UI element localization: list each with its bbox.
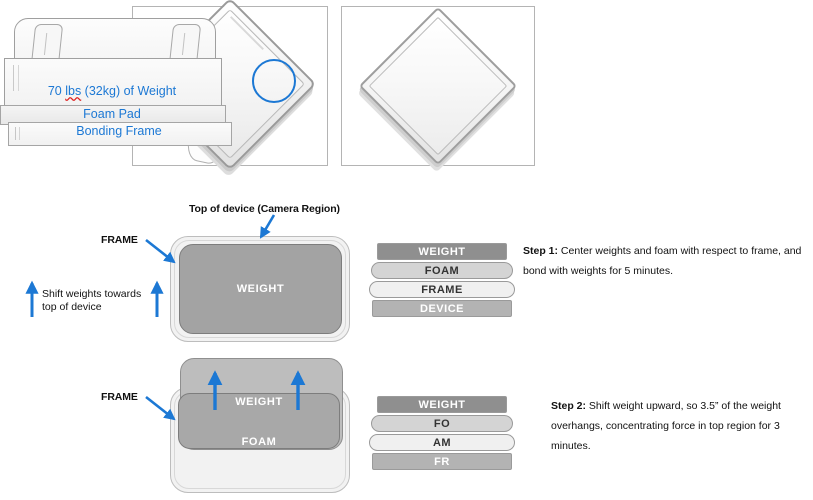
step2-stack-bar-fo: FO — [371, 415, 513, 432]
step1-weight-block-label: WEIGHT — [236, 283, 285, 295]
step2-instruction-text: Step 2: Shift weight upward, so 3.5” of … — [551, 396, 813, 456]
top-of-device-arrow — [259, 214, 276, 239]
step1-frame-inner-edge — [174, 240, 346, 338]
step2-layer-stack: WEIGHT FO AM FR — [369, 396, 519, 472]
weight-amount-prefix: 70 — [47, 84, 66, 98]
frame-label-step1: FRAME — [101, 234, 138, 246]
handle-groove-left — [43, 33, 48, 55]
frame-label-step2: FRAME — [101, 391, 138, 403]
step2-stack-bar-label: FO — [433, 417, 451, 430]
step1-instruction-text: Step 1: Center weights and foam with res… — [523, 241, 803, 281]
step1-stack-bar-label: FRAME — [421, 283, 463, 296]
shift-note-line-1: Shift weights towards — [42, 288, 142, 300]
step2-stack-bar-am: AM — [369, 434, 515, 451]
glass-plate-illustration — [358, 6, 518, 166]
weight-amount-label: 70 lbs (32kg) of Weight — [4, 84, 220, 98]
step2-foam-block — [178, 393, 340, 449]
glass-plate-surface — [368, 16, 508, 156]
step1-layer-stack: WEIGHT FOAM FRAME DEVICE — [369, 243, 519, 319]
step2-stack-bar-label: FR — [434, 455, 450, 468]
step2-stack-bar-label: AM — [432, 436, 452, 449]
step1-label: Step 1: — [523, 245, 559, 257]
step1-stack-bar-label: DEVICE — [420, 302, 464, 315]
step2-stack-bar-fr: FR — [372, 453, 512, 470]
bonding-frame-edge-line-1 — [15, 127, 16, 140]
weight-amount-suffix: (32kg) of Weight — [81, 84, 177, 98]
step1-body: Center weights and foam with respect to … — [523, 245, 802, 277]
weight-block-front-face — [4, 58, 222, 108]
step1-weight-block: WEIGHT — [179, 244, 342, 334]
step2-label: Step 2: — [551, 400, 587, 412]
bonding-frame-edge-line-2 — [19, 127, 20, 140]
bonding-frame-layer — [8, 122, 232, 146]
bonding-frame-label: Bonding Frame — [76, 124, 162, 138]
top-of-device-label: Top of device (Camera Region) — [189, 203, 340, 215]
step2-stack-bar-weight: WEIGHT — [377, 396, 507, 413]
step2-foam-block-label: FOAM — [241, 436, 277, 448]
step2-body: Shift weight upward, so 3.5” of the weig… — [551, 400, 781, 452]
step1-stack-bar-label: FOAM — [424, 264, 460, 277]
step1-stack-bar-device: DEVICE — [372, 300, 512, 317]
weight-body-edge-line-2 — [18, 65, 19, 91]
step1-stack-bar-weight: WEIGHT — [377, 243, 507, 260]
weight-body-edge-line-1 — [13, 65, 14, 91]
weight-amount-misspelled-word: lbs — [65, 84, 82, 98]
corner-highlight-circle-icon — [252, 59, 296, 103]
photo-panel-weight-assembly: 70 lbs (32kg) of Weight Foam Pad Bonding… — [0, 0, 232, 160]
step1-stack-bar-frame: FRAME — [369, 281, 515, 298]
foam-pad-label: Foam Pad — [83, 107, 141, 121]
step2-stack-bar-label: WEIGHT — [418, 398, 466, 411]
handle-groove-right — [181, 33, 186, 55]
shift-note-line-2: top of device — [42, 301, 102, 313]
step2-weight-block-label: WEIGHT — [235, 396, 283, 408]
photo-panel-glass-plate — [341, 6, 535, 166]
step1-stack-bar-foam: FOAM — [371, 262, 513, 279]
step1-stack-bar-label: WEIGHT — [418, 245, 466, 258]
